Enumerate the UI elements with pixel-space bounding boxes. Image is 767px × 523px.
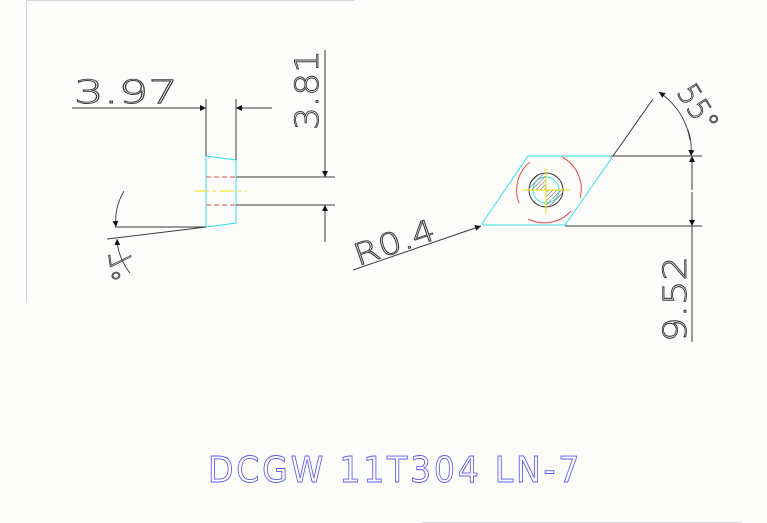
dim-hole-height-label: 3.81 bbox=[288, 50, 326, 130]
dim-corner-radius-label: R0.4 bbox=[349, 213, 440, 273]
dim-thickness-label: 3.97 bbox=[74, 73, 178, 111]
dim-included-angle-label: 55° bbox=[669, 78, 725, 139]
viewport-border-left bbox=[26, 0, 27, 303]
insert-top-outline bbox=[481, 155, 612, 226]
dim-inscribed-circle-label: 9.52 bbox=[656, 256, 694, 342]
dim-clearance-angle-label: 7° bbox=[103, 249, 142, 284]
insert-side-outline bbox=[205, 155, 237, 228]
top-view bbox=[352, 91, 702, 342]
side-view bbox=[72, 50, 335, 274]
viewport-border-top bbox=[26, 0, 354, 1]
insert-designation-title: DCGW 11T304 LN-7 bbox=[208, 450, 583, 492]
